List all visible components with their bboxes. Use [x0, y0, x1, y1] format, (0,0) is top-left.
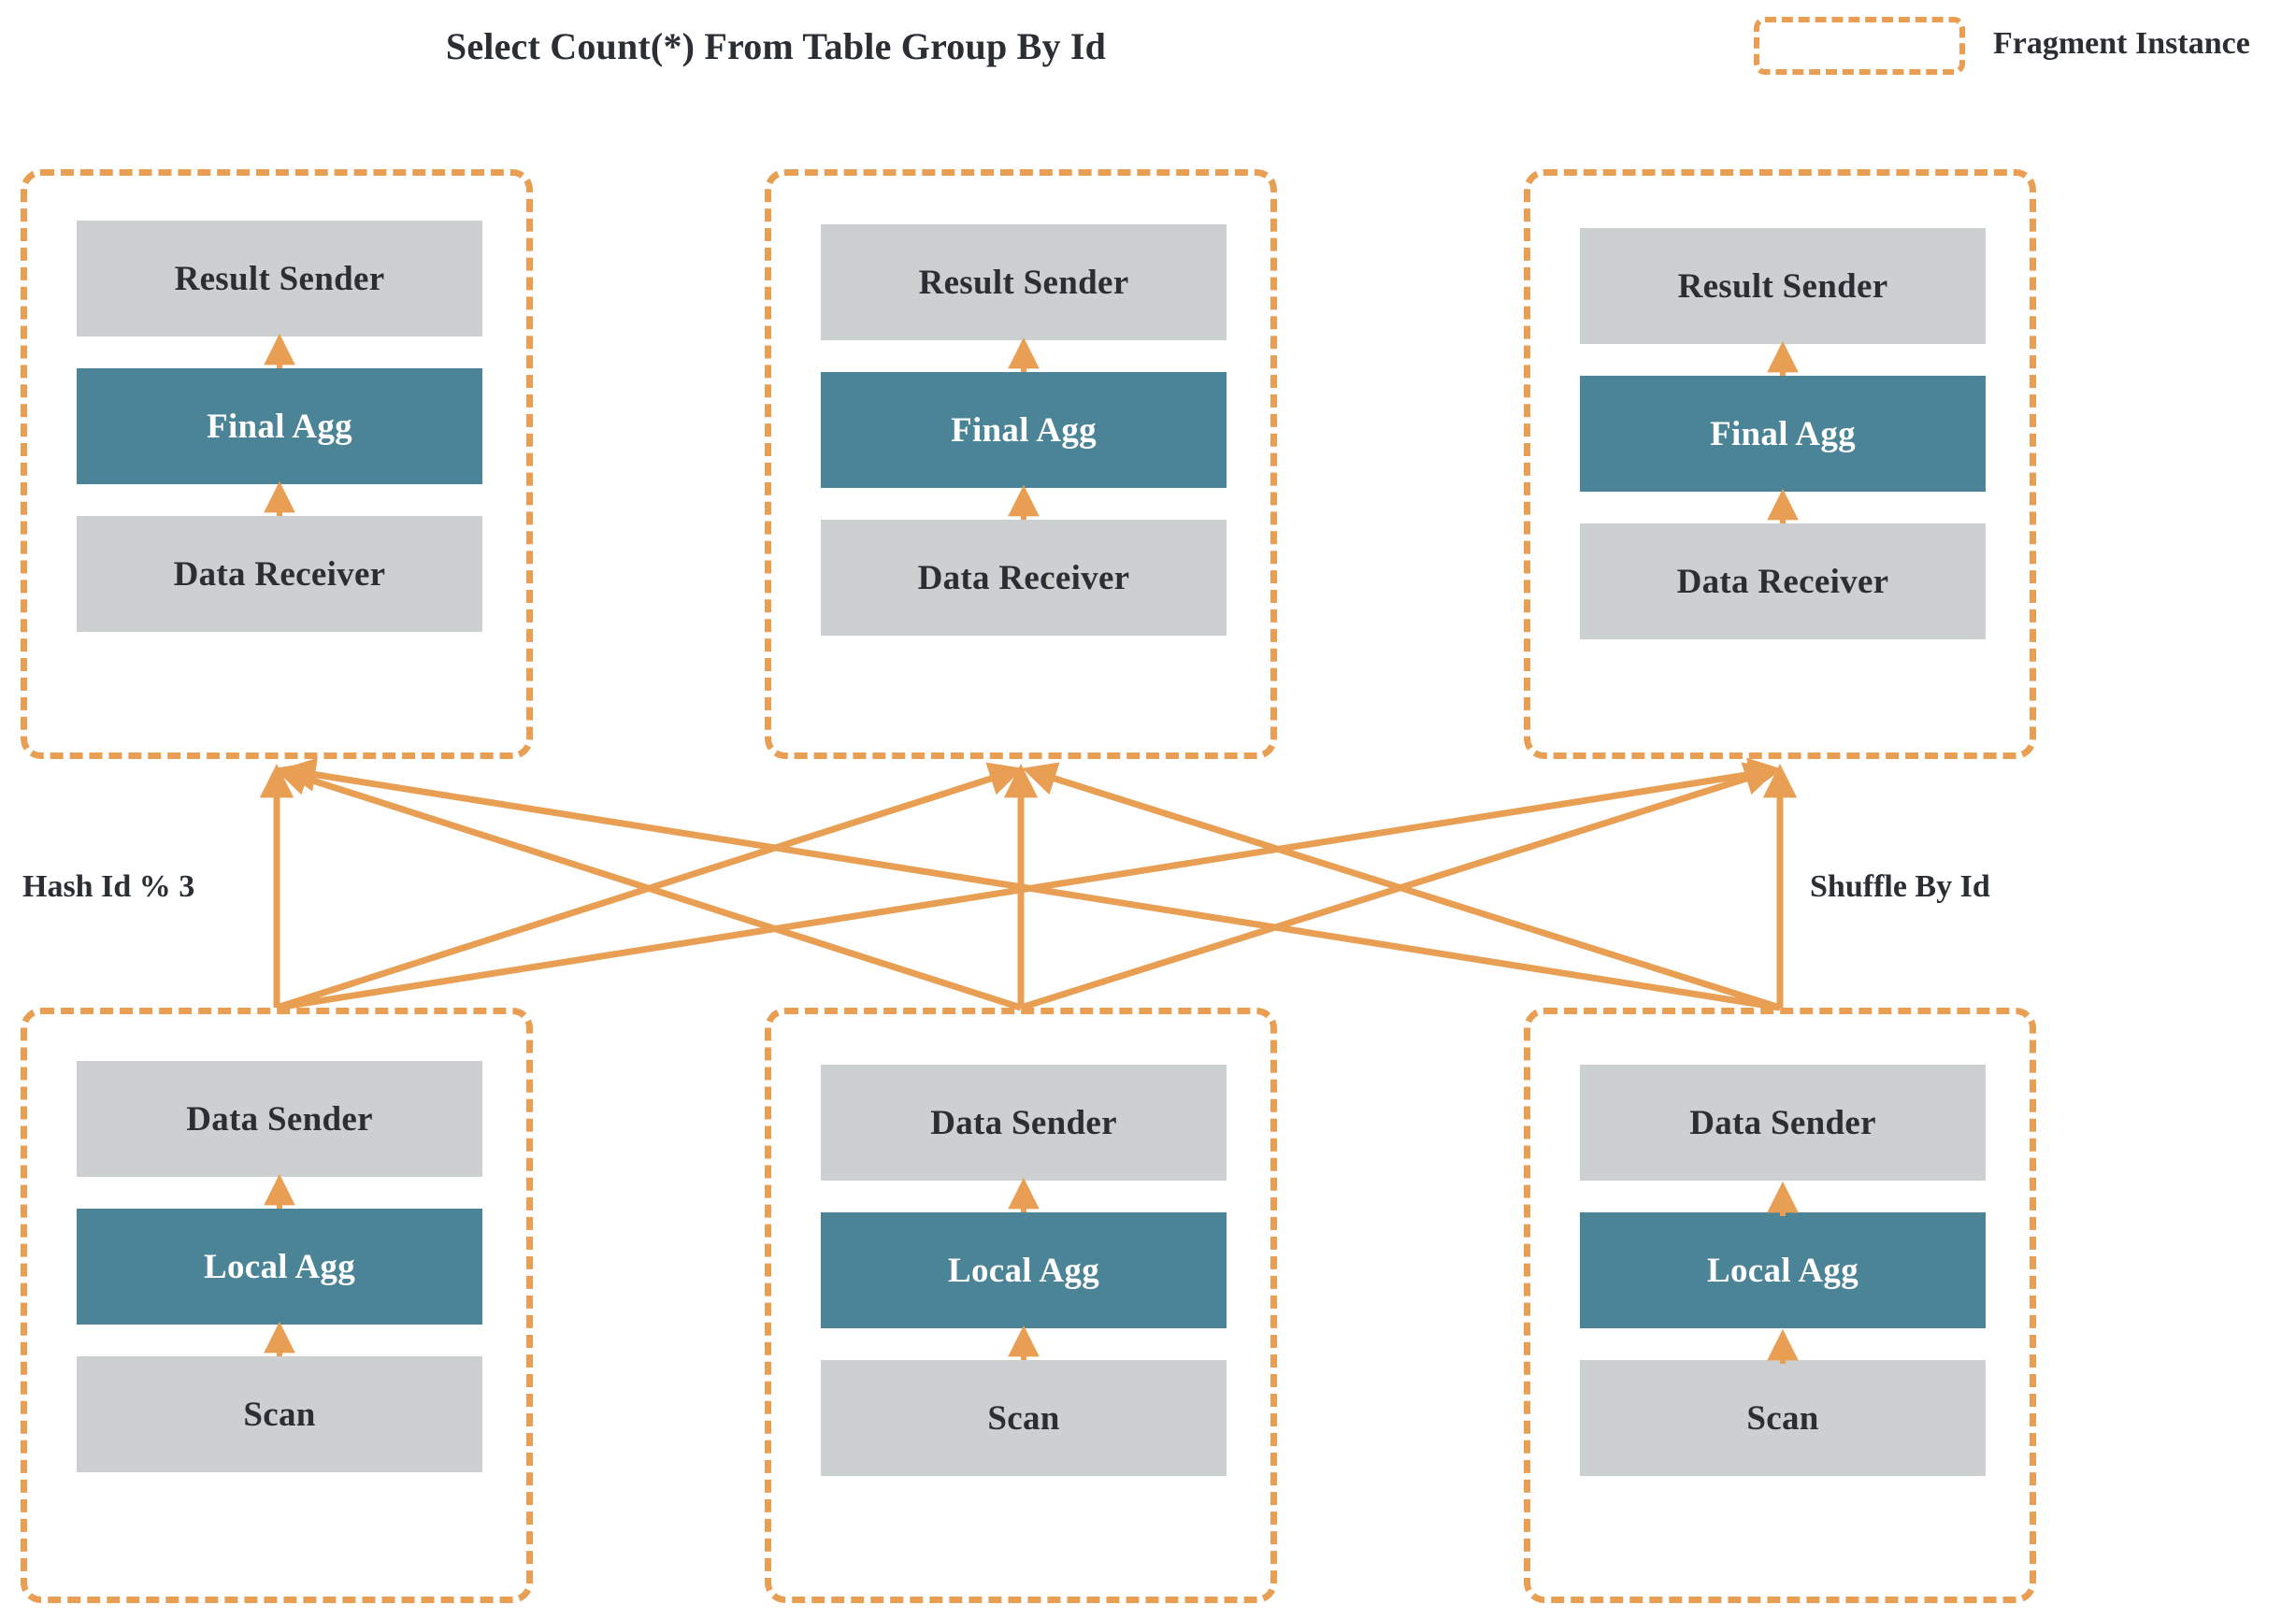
upper-fragment-1-final-agg[interactable]: Final Agg [77, 368, 482, 484]
shuffle-by-id-label: Shuffle By Id [1810, 869, 1990, 904]
upper-fragment-3-result-sender[interactable]: Result Sender [1580, 228, 1986, 344]
lower-fragment-1-scan[interactable]: Scan [77, 1356, 482, 1472]
lower-fragment-3-data-sender[interactable]: Data Sender [1580, 1065, 1986, 1181]
page-title: Select Count(*) From Table Group By Id [445, 25, 1107, 67]
upper-fragment-3-final-agg[interactable]: Final Agg [1580, 376, 1986, 492]
upper-fragment-2[interactable] [765, 169, 1277, 759]
lower-fragment-1-local-agg[interactable]: Local Agg [77, 1209, 482, 1325]
legend-label: Fragment Instance [1993, 26, 2250, 61]
lower-fragment-1-data-sender[interactable]: Data Sender [77, 1061, 482, 1177]
upper-fragment-1-data-receiver[interactable]: Data Receiver [77, 516, 482, 632]
upper-fragment-3[interactable] [1524, 169, 2036, 759]
upper-fragment-1[interactable] [21, 169, 533, 759]
fragment-instance-swatch-icon [1754, 17, 1965, 75]
lower-fragment-3-local-agg[interactable]: Local Agg [1580, 1212, 1986, 1328]
lower-fragment-1[interactable] [21, 1008, 533, 1603]
upper-fragment-1-result-sender[interactable]: Result Sender [77, 221, 482, 337]
upper-fragment-2-data-receiver[interactable]: Data Receiver [821, 520, 1227, 636]
lower-fragment-2-data-sender[interactable]: Data Sender [821, 1065, 1227, 1181]
lower-fragment-2[interactable] [765, 1008, 1277, 1603]
upper-fragment-2-final-agg[interactable]: Final Agg [821, 372, 1227, 488]
upper-fragment-2-result-sender[interactable]: Result Sender [821, 224, 1227, 340]
lower-fragment-2-scan[interactable]: Scan [821, 1360, 1227, 1476]
lower-fragment-3-scan[interactable]: Scan [1580, 1360, 1986, 1476]
lower-fragment-2-local-agg[interactable]: Local Agg [821, 1212, 1227, 1328]
lower-fragment-3[interactable] [1524, 1008, 2036, 1603]
hash-partition-label: Hash Id % 3 [22, 869, 195, 904]
upper-fragment-3-data-receiver[interactable]: Data Receiver [1580, 523, 1986, 639]
legend: Fragment Instance [1754, 13, 2277, 88]
